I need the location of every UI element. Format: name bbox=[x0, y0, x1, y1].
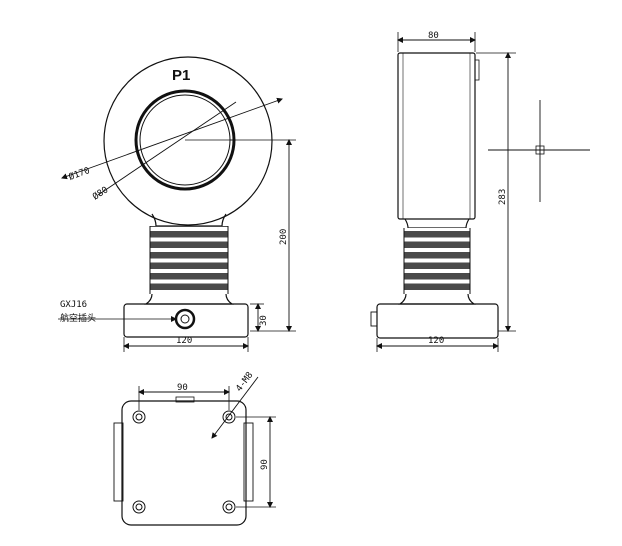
bottom-plate bbox=[121, 400, 247, 526]
label-hole-spec: 4-M8 bbox=[234, 370, 255, 393]
hole-top-right bbox=[222, 410, 236, 424]
insulator-neck bbox=[144, 293, 234, 305]
side-insulator-sheds bbox=[404, 228, 470, 294]
hole-spec-leader bbox=[211, 376, 259, 439]
label-side-height-283: 283 bbox=[498, 189, 508, 205]
bottom-tab-left bbox=[113, 422, 124, 502]
side-neck bbox=[404, 218, 470, 229]
bottom-view bbox=[113, 376, 276, 526]
side-base bbox=[376, 303, 499, 339]
hole-bottom-left bbox=[132, 500, 146, 514]
bottom-tab-top bbox=[175, 396, 195, 403]
label-connector-desc: 航空插头 bbox=[60, 312, 96, 324]
hole-top-left bbox=[132, 410, 146, 424]
label-base-width-120: 120 bbox=[176, 336, 192, 346]
side-insulator-neck bbox=[398, 293, 476, 305]
front-base bbox=[123, 303, 249, 338]
side-view-labels: 80 283 120 bbox=[428, 31, 508, 346]
side-tab bbox=[474, 59, 480, 81]
label-side-top-width-80: 80 bbox=[428, 31, 439, 41]
side-insulator-edges bbox=[403, 228, 471, 294]
insulator-sheds bbox=[150, 226, 228, 294]
dia-inner-line bbox=[97, 101, 237, 196]
connector-inner bbox=[180, 314, 190, 324]
dia-outer-line bbox=[61, 97, 283, 180]
label-p1: P1 bbox=[172, 67, 190, 84]
label-hole-spacing-x: 90 bbox=[177, 383, 188, 393]
label-side-base-width-120: 120 bbox=[428, 336, 444, 346]
label-hole-spacing-y: 90 bbox=[260, 459, 270, 470]
label-dia-inner: Ø80 bbox=[91, 184, 111, 202]
connector-outer bbox=[174, 308, 196, 330]
side-connector-stub bbox=[370, 311, 378, 327]
side-view bbox=[370, 32, 590, 352]
front-view bbox=[58, 56, 296, 352]
insulator-shed-rounded-edges bbox=[149, 226, 229, 294]
label-height-200: 200 bbox=[279, 229, 289, 245]
label-connector-code: GXJ16 bbox=[60, 300, 87, 310]
hole-bottom-right bbox=[222, 500, 236, 514]
side-body bbox=[397, 52, 476, 220]
bottom-tab-right bbox=[243, 422, 254, 502]
mounting-holes bbox=[132, 410, 236, 514]
label-dia-outer: Ø170 bbox=[67, 165, 91, 183]
label-base-height-30: 30 bbox=[259, 315, 269, 326]
